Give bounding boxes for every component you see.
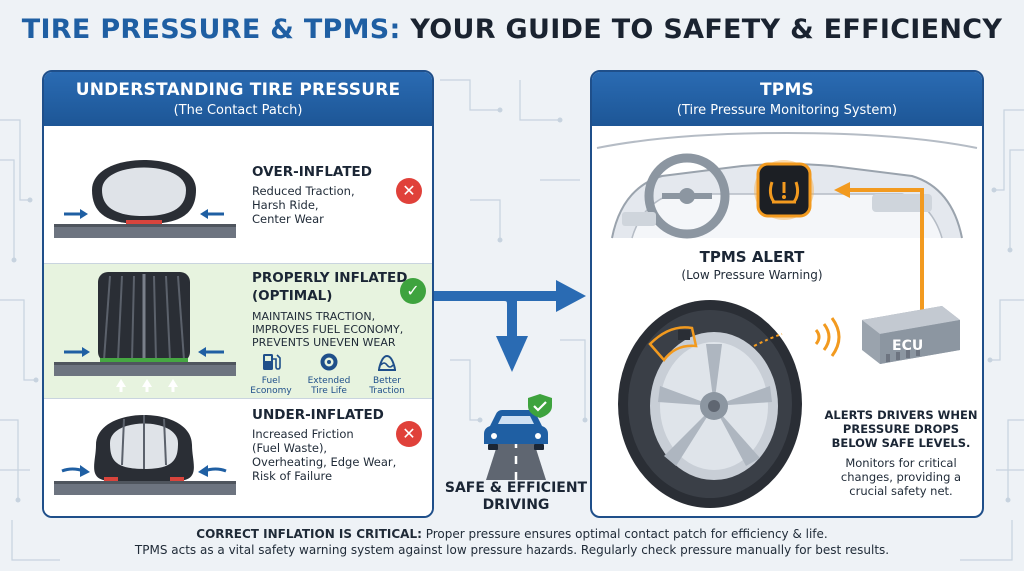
properly-inflated-title-2: (OPTIMAL) <box>252 288 333 304</box>
benefit-fuel-economy: Fuel Economy <box>242 352 300 396</box>
tpms-monitor-note-1: Monitors for critical <box>845 456 957 470</box>
benefit-traction-label-1: Better <box>372 376 401 386</box>
over-inflated-desc-3: Center Wear <box>252 212 324 226</box>
tpms-alert-subtitle: (Low Pressure Warning) <box>681 268 823 282</box>
signal-waves-icon <box>814 317 841 357</box>
under-inflated-desc-3: Overheating, Edge Wear, <box>252 455 397 469</box>
properly-inflated-tire-icon <box>54 272 236 392</box>
tpms-panel: TPMS (Tire Pressure Monitoring System) T… <box>590 70 984 518</box>
tpms-warning-icon <box>754 160 814 220</box>
tpms-panel-header: TPMS (Tire Pressure Monitoring System) <box>592 72 982 126</box>
footer-line-1: CORRECT INFLATION IS CRITICAL: Proper pr… <box>0 526 1024 542</box>
under-inflated-title: UNDER-INFLATED <box>252 407 384 423</box>
tpms-alert-statement-3: BELOW SAFE LEVELS. <box>831 436 971 450</box>
footer-note: CORRECT INFLATION IS CRITICAL: Proper pr… <box>0 526 1024 558</box>
tpms-alert-statement: ALERTS DRIVERS WHEN PRESSURE DROPS BELOW… <box>816 408 982 450</box>
tpms-alert-title: TPMS ALERT <box>699 248 805 266</box>
under-inflated-section: UNDER-INFLATED Increased Friction (Fuel … <box>44 399 432 516</box>
tire-pressure-panel-header: UNDERSTANDING TIRE PRESSURE (The Contact… <box>44 72 432 126</box>
footer-line-2: TPMS acts as a vital safety warning syst… <box>134 543 890 557</box>
properly-inflated-section: PROPERLY INFLATED (OPTIMAL) MAINTAINS TR… <box>44 264 432 399</box>
over-inflated-section: OVER-INFLATED Reduced Traction, Harsh Ri… <box>44 128 432 264</box>
wheel-illustration <box>618 300 802 508</box>
over-inflated-title: OVER-INFLATED <box>252 164 372 180</box>
safe-efficient-label-1: SAFE & EFFICIENT <box>444 480 588 496</box>
over-inflated-desc-2: Harsh Ride, <box>252 198 319 212</box>
tire-pressure-heading: UNDERSTANDING TIRE PRESSURE <box>75 80 401 100</box>
title-part-1: TIRE PRESSURE & TPMS: <box>21 14 401 45</box>
ecu-module-icon: ECU <box>862 306 960 364</box>
tpms-monitor-note: Monitors for critical changes, providing… <box>816 456 982 498</box>
tire-pressure-panel: UNDERSTANDING TIRE PRESSURE (The Contact… <box>42 70 434 518</box>
title-part-2: YOUR GUIDE TO SAFETY & EFFICIENCY <box>410 14 1003 45</box>
benefit-tire-life-label-1: Extended <box>307 376 351 386</box>
traction-icon <box>378 354 396 371</box>
tpms-subheading: (Tire Pressure Monitoring System) <box>676 103 898 118</box>
fuel-pump-icon <box>263 354 281 370</box>
ecu-label: ECU <box>892 338 923 354</box>
properly-inflated-title-1: PROPERLY INFLATED <box>252 270 408 286</box>
under-inflated-desc-2: (Fuel Waste), <box>252 441 328 455</box>
footer-line-1-rest: Proper pressure ensures optimal contact … <box>421 527 828 541</box>
over-inflated-desc-1: Reduced Traction, <box>252 184 355 198</box>
tpms-heading: TPMS <box>759 80 815 100</box>
tpms-alert-statement-1: ALERTS DRIVERS WHEN <box>824 408 978 422</box>
under-inflated-desc-1: Increased Friction <box>252 427 354 441</box>
under-inflated-tire-icon <box>54 415 236 512</box>
page-title: TIRE PRESSURE & TPMS: YOUR GUIDE TO SAFE… <box>0 14 1024 45</box>
benefit-tire-life: Extended Tire Life <box>300 352 358 396</box>
safe-efficient-label-2: DRIVING <box>482 497 550 513</box>
tire-pressure-subheading: (The Contact Patch) <box>173 103 303 118</box>
benefit-tire-life-label-2: Tire Life <box>311 386 347 396</box>
check-icon: ✓ <box>400 278 426 304</box>
benefit-fuel-economy-label-2: Economy <box>250 386 292 396</box>
safe-efficient-driving-label: SAFE & EFFICIENT DRIVING <box>436 480 596 514</box>
properly-inflated-desc-1: MAINTAINS TRACTION, <box>252 310 376 323</box>
x-icon: ✕ <box>396 178 422 204</box>
tpms-monitor-note-3: crucial safety net. <box>849 484 953 498</box>
tpms-monitor-note-2: changes, providing a <box>840 470 962 484</box>
tire-icon <box>320 353 338 371</box>
properly-inflated-desc-2: IMPROVES FUEL ECONOMY, <box>252 323 404 336</box>
safe-driving-car-icon <box>484 394 552 480</box>
under-inflated-desc-4: Risk of Failure <box>252 469 333 483</box>
benefit-traction-label-2: Traction <box>369 386 405 396</box>
over-inflated-tire-icon <box>54 160 236 255</box>
ecu-signal-arrow <box>834 182 924 336</box>
benefit-traction: Better Traction <box>358 352 416 396</box>
benefit-fuel-economy-label-1: Fuel <box>261 376 281 386</box>
tpms-alert-statement-2: PRESSURE DROPS <box>842 422 960 436</box>
x-icon: ✕ <box>396 421 422 447</box>
properly-inflated-desc-3: PREVENTS UNEVEN WEAR <box>252 336 396 349</box>
footer-bold: CORRECT INFLATION IS CRITICAL: <box>196 527 422 541</box>
